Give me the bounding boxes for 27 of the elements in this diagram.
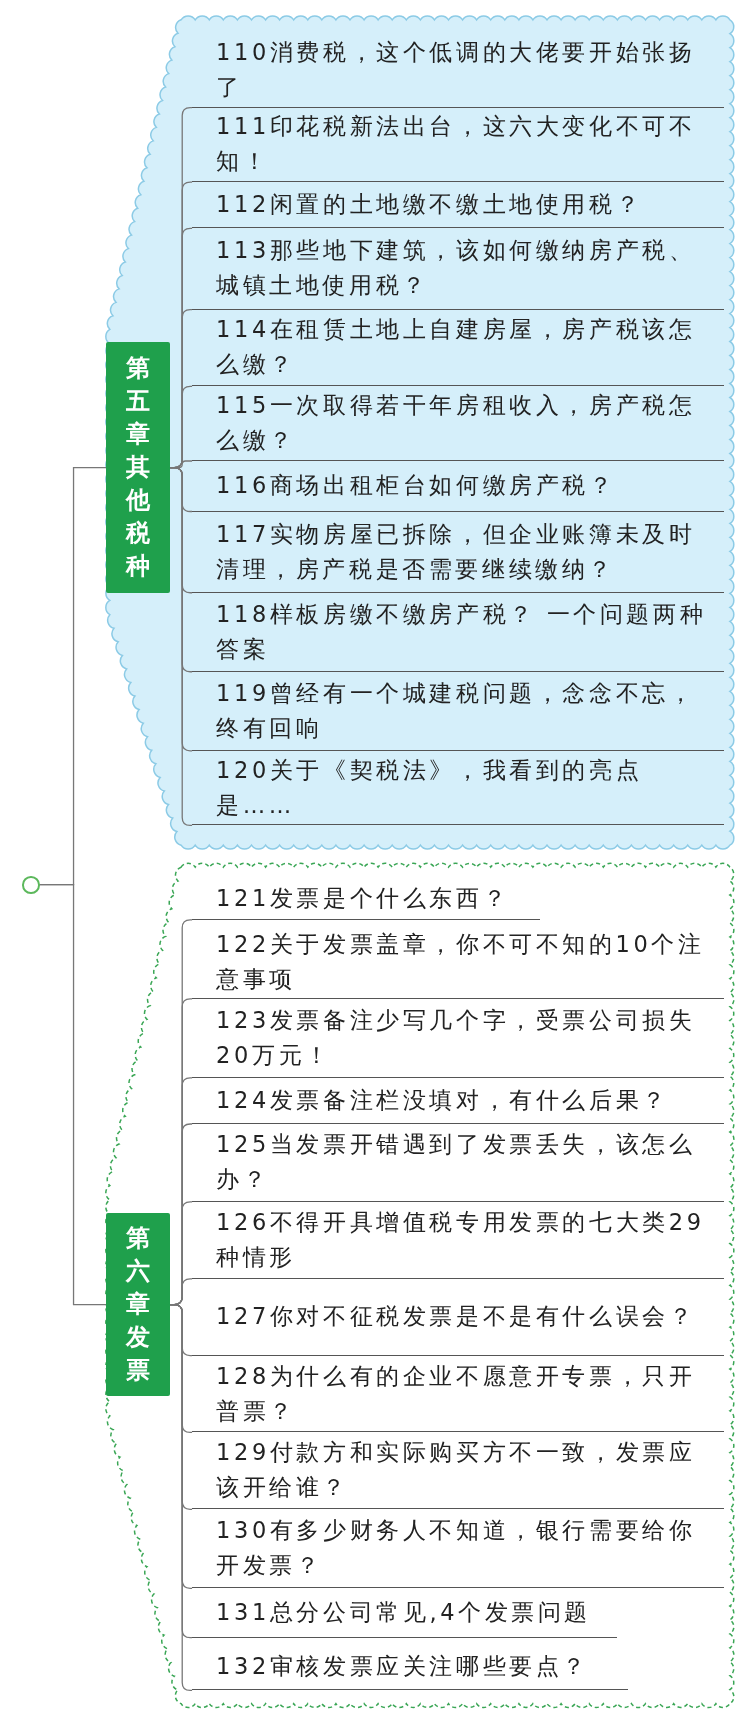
topic-item: 126不得开具增值税专用发票的七大类29种情形 (192, 1201, 725, 1279)
topic-item: 121发票是个什么东西？ (192, 878, 541, 920)
topic-item: 132审核发票应关注哪些要点？ (192, 1643, 628, 1691)
topic-item: 125当发票开错遇到了发票丢失，该怎么办？ (192, 1124, 725, 1202)
chapter-box: 第五章其他税种 (106, 342, 171, 593)
connector-line (38, 884, 108, 1306)
topic-item: 112闲置的土地缴不缴土地使用税？ (192, 182, 725, 229)
topic-item: 117实物房屋已拆除，但企业账簿未及时清理，房产税是否需要继续缴纳？ (192, 511, 725, 593)
topic-item: 116商场出租柜台如何缴房产税？ (192, 461, 725, 512)
topic-item: 122关于发票盖章，你不可不知的10个注意事项 (192, 925, 725, 999)
topic-item: 115一次取得若干年房租收入，房产税怎么缴？ (192, 386, 725, 461)
topic-item: 120关于《契税法》，我看到的亮点是…… (192, 750, 725, 826)
topic-item: 130有多少财务人不知道，银行需要给你开发票？ (192, 1509, 725, 1589)
topic-item: 123发票备注少写几个字，受票公司损失20万元！ (192, 998, 725, 1078)
topic-item: 119曾经有一个城建税问题，念念不忘，终有回响 (192, 671, 725, 751)
topic-item: 128为什么有的企业不愿意开专票，只开普票？ (192, 1355, 725, 1433)
topic-item: 124发票备注栏没填对，有什么后果？ (192, 1077, 725, 1124)
topic-item: 110消费税，这个低调的大佬要开始张扬了 (192, 32, 725, 108)
chapter-box: 第六章发票 (106, 1212, 171, 1397)
topic-item: 129付款方和实际购买方不一致，发票应该开给谁？ (192, 1432, 725, 1510)
topic-item: 114在租赁土地上自建房屋，房产税该怎么缴？ (192, 309, 725, 387)
topic-item: 127你对不征税发票是不是有什么误会？ (192, 1278, 725, 1356)
topic-item: 118样板房缴不缴房产税？ 一个问题两种答案 (192, 592, 725, 672)
topic-item: 111印花税新法出台，这六大变化不可不知！ (192, 107, 725, 183)
topic-item: 113那些地下建筑，该如何缴纳房产税、城镇土地使用税？ (192, 228, 725, 310)
topic-item: 131总分公司常见,4个发票问题 (192, 1588, 617, 1638)
root-circle (21, 875, 40, 894)
